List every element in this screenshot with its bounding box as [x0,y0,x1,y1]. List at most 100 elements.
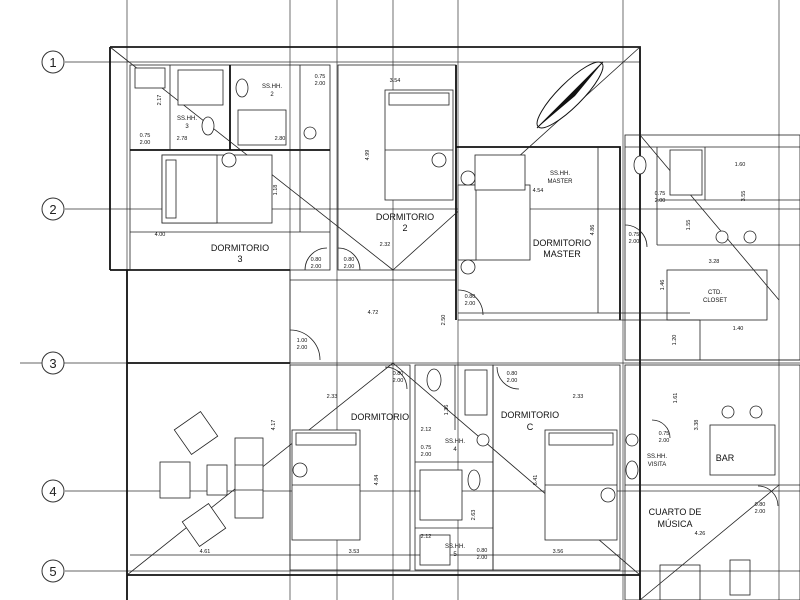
svg-text:0.75: 0.75 [140,133,151,139]
right-wing-walls [624,134,800,600]
door-tag-6: 1.00 2.00 [289,329,321,361]
dim-263: 2.63 [471,510,477,521]
dim-400: 4.00 [155,232,166,238]
dim-217: 2.17 [157,95,163,106]
svg-text:0.80: 0.80 [311,257,322,263]
axis-marker-2: 2 [41,197,65,221]
dim-146: 1.46 [660,280,666,291]
dim-486: 4.86 [590,225,596,236]
svg-text:2.00: 2.00 [477,555,488,561]
svg-text:1.00: 1.00 [297,338,308,344]
dim-212b: 2.12 [421,534,432,540]
axis-marker-1: 1 [41,50,65,74]
axis-label-1: 1 [49,55,56,70]
room-dorm-lower: DORMITORIO [351,412,409,422]
door-tag-5: 0.80 2.00 [457,289,484,316]
dim-118: 1.18 [273,185,279,196]
room-ss4-number: 4 [453,447,457,453]
room-master-name-2: MASTER [543,249,581,259]
svg-text:0.80: 0.80 [755,502,766,508]
svg-text:0.80: 0.80 [465,294,476,300]
room-dorm2-number: 2 [402,223,407,233]
dim-233a: 2.33 [327,394,338,400]
dim-472: 4.72 [368,310,379,316]
dim-328: 3.28 [709,259,720,265]
svg-text:2.00: 2.00 [393,378,404,384]
axis-label-3: 3 [49,356,56,371]
bathroom-fixtures [134,67,757,566]
svg-text:2.00: 2.00 [655,198,666,204]
svg-text:2.00: 2.00 [465,301,476,307]
svg-text:0.75: 0.75 [421,445,432,451]
room-ss5-number: 5 [453,552,457,558]
axis-label-5: 5 [49,564,56,579]
svg-text:0.80: 0.80 [507,371,518,377]
door-tag-2: 0.75 2.00 [140,133,151,146]
door-tags: 0.75 2.00 0.75 2.00 0.80 2.00 0.80 2.00 … [140,74,779,561]
svg-text:2.00: 2.00 [315,81,326,87]
bed-dorm2 [384,89,454,201]
bed-master [457,170,531,275]
door-tag-7: 0.80 2.00 [384,366,408,390]
room-dorm3-name: DORMITORIO [211,243,269,253]
svg-text:0.75: 0.75 [629,232,640,238]
upper-interior-walls [129,64,700,363]
room-dorm-c-name: DORMITORIO [501,410,559,420]
door-tag-3: 0.80 2.00 [304,247,328,271]
svg-text:2.00: 2.00 [629,239,640,245]
svg-text:2.00: 2.00 [755,509,766,515]
dim-454: 4.54 [533,188,544,194]
dim-212a: 2.12 [421,427,432,433]
room-ss5: SS.HH. [445,544,465,550]
dim-136: 1.36 [444,405,450,416]
dim-250: 2.50 [441,315,447,326]
door-tag-13: 0.80 2.00 [755,485,779,515]
room-ss2-number: 2 [270,92,274,98]
dim-356: 3.56 [553,549,564,555]
svg-text:2.00: 2.00 [507,378,518,384]
dim-120: 1.20 [672,335,678,346]
lower-interior-walls [130,364,621,571]
room-dorm-c-letter: C [527,422,534,432]
room-closet: CTD. [708,290,722,296]
room-ss3: SS.HH. [177,116,197,122]
room-dorm3-number: 3 [237,254,242,264]
svg-text:2.00: 2.00 [311,264,322,270]
dimension-labels: 3.54 4.99 2.17 2.78 2.80 1.18 4.00 2.32 … [155,78,747,555]
dim-426: 4.26 [695,531,706,537]
room-ss-visita: SS.HH. [647,454,667,460]
svg-text:0.75: 0.75 [659,431,670,437]
dim-461: 4.61 [200,549,211,555]
svg-text:0.80: 0.80 [393,371,404,377]
svg-text:0.80: 0.80 [477,548,488,554]
dim-417: 4.17 [271,420,277,431]
door-tag-11: 0.75 2.00 [651,419,671,444]
svg-text:2.00: 2.00 [140,140,151,146]
svg-text:2.00: 2.00 [421,452,432,458]
door-tag-9: 0.75 2.00 [421,445,432,458]
room-cuarto-musica-2: MÚSICA [657,519,692,529]
door-tag-8: 0.80 2.00 [496,366,520,390]
room-master-name: DORMITORIO [533,238,591,248]
room-dorm2-name: DORMITORIO [376,212,434,222]
dim-155: 1.55 [686,220,692,231]
dim-499: 4.99 [365,150,371,161]
room-ss2: SS.HH. [262,84,282,90]
dim-278: 2.78 [177,136,188,142]
dim-280: 2.80 [275,136,286,142]
svg-text:0.75: 0.75 [655,191,666,197]
dim-484: 4.84 [374,475,380,486]
room-bar: BAR [716,453,735,463]
dim-338: 3.38 [694,420,700,431]
bed-dorm3 [161,152,273,224]
room-ss4: SS.HH. [445,439,465,445]
bed-dorm-c [544,429,618,541]
dim-233b: 2.33 [573,394,584,400]
dim-232: 2.32 [380,242,391,248]
svg-text:2.00: 2.00 [344,264,355,270]
axis-label-4: 4 [49,484,56,499]
svg-text:0.80: 0.80 [344,257,355,263]
dim-140: 1.40 [733,326,744,332]
axis-marker-3: 3 [41,351,65,375]
